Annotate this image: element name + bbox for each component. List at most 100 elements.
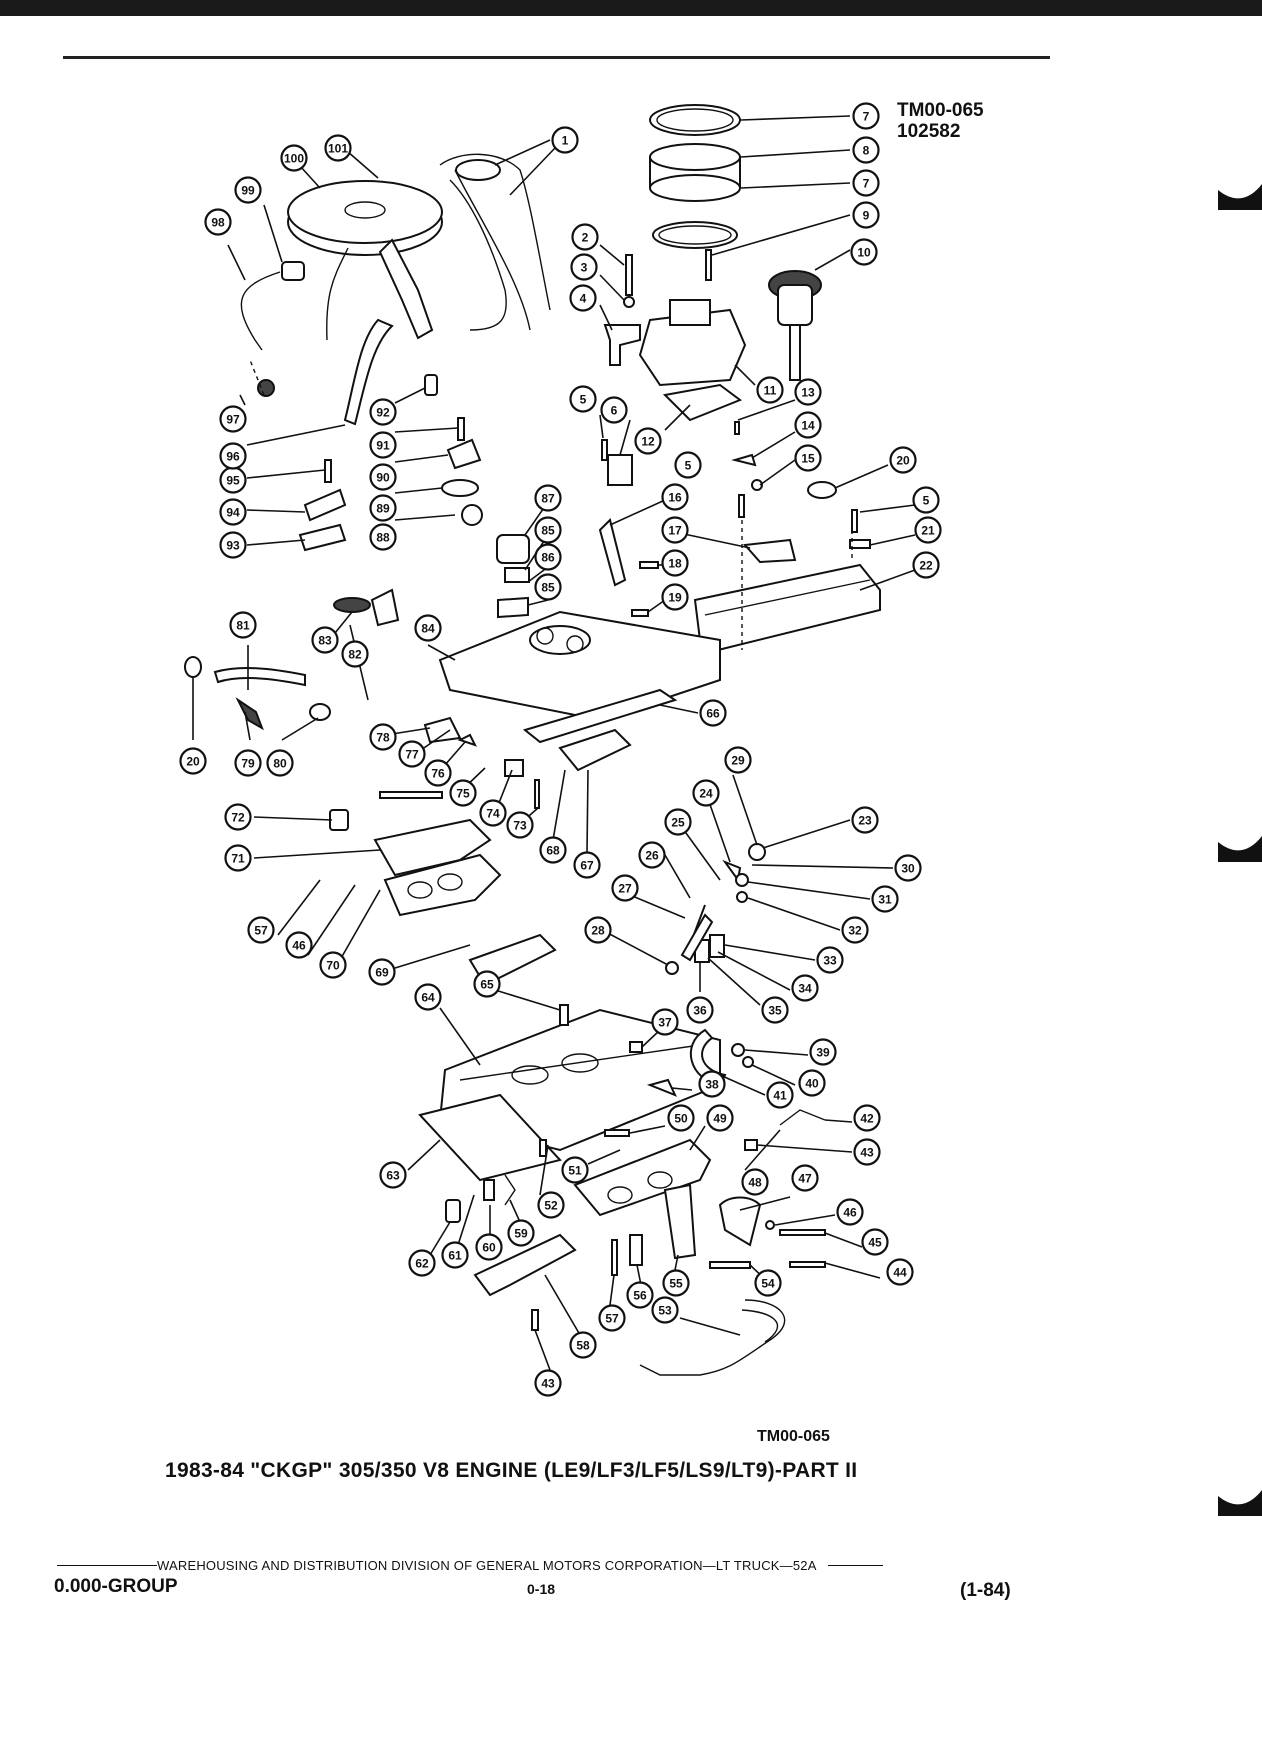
engine-parts <box>184 104 881 1376</box>
callout-circle <box>852 136 880 164</box>
callout-number: 51 <box>568 1164 582 1178</box>
callout-number: 68 <box>546 844 560 858</box>
callout-number: 99 <box>241 184 255 198</box>
leader-lines <box>192 115 916 1371</box>
callout-circle <box>414 614 442 642</box>
callout-30: 30 <box>894 854 922 882</box>
callout-circle <box>686 996 714 1024</box>
callout-number: 87 <box>541 492 555 506</box>
callout-80: 80 <box>266 749 294 777</box>
callout-circle <box>219 498 247 526</box>
callout-43: 43 <box>853 1138 881 1166</box>
callout-number: 76 <box>431 767 445 781</box>
callout-number: 50 <box>674 1112 688 1126</box>
callout-circle <box>569 1331 597 1359</box>
callout-59: 59 <box>507 1219 535 1247</box>
callout-circle <box>661 549 689 577</box>
callout-number: 4 <box>580 292 587 306</box>
callout-6: 6 <box>600 396 628 424</box>
callout-circle <box>852 201 880 229</box>
callout-24: 24 <box>692 779 720 807</box>
callout-circle <box>638 841 666 869</box>
callout-97: 97 <box>219 405 247 433</box>
callout-94: 94 <box>219 498 247 526</box>
callout-101: 101 <box>324 134 352 162</box>
callout-number: 18 <box>668 557 682 571</box>
callout-circle <box>561 1156 589 1184</box>
callout-75: 75 <box>449 779 477 807</box>
revision-date: (1-84) <box>960 1580 1011 1601</box>
callout-circle <box>724 746 752 774</box>
callout-number: 80 <box>273 757 287 771</box>
callout-number: 95 <box>226 474 240 488</box>
callout-52: 52 <box>537 1191 565 1219</box>
callout-number: 17 <box>668 524 682 538</box>
callout-circle <box>449 779 477 807</box>
callout-circle <box>266 749 294 777</box>
callout-number: 73 <box>513 819 527 833</box>
callout-26: 26 <box>638 841 666 869</box>
callout-number: 85 <box>541 581 555 595</box>
callout-35: 35 <box>761 996 789 1024</box>
callout-8: 8 <box>852 136 880 164</box>
callout-number: 5 <box>923 494 930 508</box>
callout-circle <box>408 1249 436 1277</box>
callout-number: 52 <box>544 1199 558 1213</box>
callout-number: 7 <box>863 177 870 191</box>
callout-61: 61 <box>441 1241 469 1269</box>
footer-text: WAREHOUSING AND DISTRIBUTION DIVISION OF… <box>157 1558 817 1574</box>
callout-number: 35 <box>768 1004 782 1018</box>
callout-circle <box>912 551 940 579</box>
callout-number: 20 <box>896 454 910 468</box>
footer-line: WAREHOUSING AND DISTRIBUTION DIVISION OF… <box>57 1557 1027 1575</box>
callout-number: 1 <box>562 134 569 148</box>
callout-76: 76 <box>424 759 452 787</box>
callout-number: 8 <box>863 144 870 158</box>
callout-number: 63 <box>386 1169 400 1183</box>
callout-7: 7 <box>852 169 880 197</box>
callout-number: 23 <box>858 814 872 828</box>
callout-53: 53 <box>651 1296 679 1324</box>
callout-number: 71 <box>231 852 245 866</box>
figure-caption: 1983-84 "CKGP" 305/350 V8 ENGINE (LE9/LF… <box>165 1459 858 1482</box>
callout-circle <box>912 486 940 514</box>
callout-circle <box>626 1281 654 1309</box>
callout-circle <box>761 996 789 1024</box>
callout-number: 44 <box>893 1266 907 1280</box>
callout-number: 30 <box>901 862 915 876</box>
callout-circle <box>661 516 689 544</box>
callout-number: 59 <box>514 1227 528 1241</box>
callout-number: 49 <box>713 1112 727 1126</box>
callout-57: 57 <box>247 916 275 944</box>
callout-16: 16 <box>661 483 689 511</box>
callout-64: 64 <box>414 983 442 1011</box>
callout-number: 53 <box>658 1304 672 1318</box>
callout-1: 1 <box>551 126 579 154</box>
callout-circle <box>766 1081 794 1109</box>
callout-17: 17 <box>661 516 689 544</box>
callout-circle <box>507 1219 535 1247</box>
callout-number: 77 <box>405 748 419 762</box>
callout-number: 91 <box>376 439 390 453</box>
callout-18: 18 <box>661 549 689 577</box>
callout-28: 28 <box>584 916 612 944</box>
callout-47: 47 <box>791 1164 819 1192</box>
footer-dash-right <box>828 1564 884 1567</box>
figure-date-code: 102582 <box>897 121 961 142</box>
callout-51: 51 <box>561 1156 589 1184</box>
callout-98: 98 <box>204 208 232 236</box>
callout-72: 72 <box>224 803 252 831</box>
callout-number: 3 <box>581 261 588 275</box>
callout-circle <box>664 808 692 836</box>
callout-circle <box>914 516 942 544</box>
callout-number: 57 <box>254 924 268 938</box>
callout-circle <box>369 431 397 459</box>
callout-11: 11 <box>756 376 784 404</box>
callout-37: 37 <box>651 1008 679 1036</box>
callout-circle <box>414 983 442 1011</box>
callout-circle <box>841 916 869 944</box>
callout-number: 12 <box>641 435 655 449</box>
callout-number: 24 <box>699 787 713 801</box>
callout-48: 48 <box>741 1168 769 1196</box>
callout-circle <box>311 626 339 654</box>
